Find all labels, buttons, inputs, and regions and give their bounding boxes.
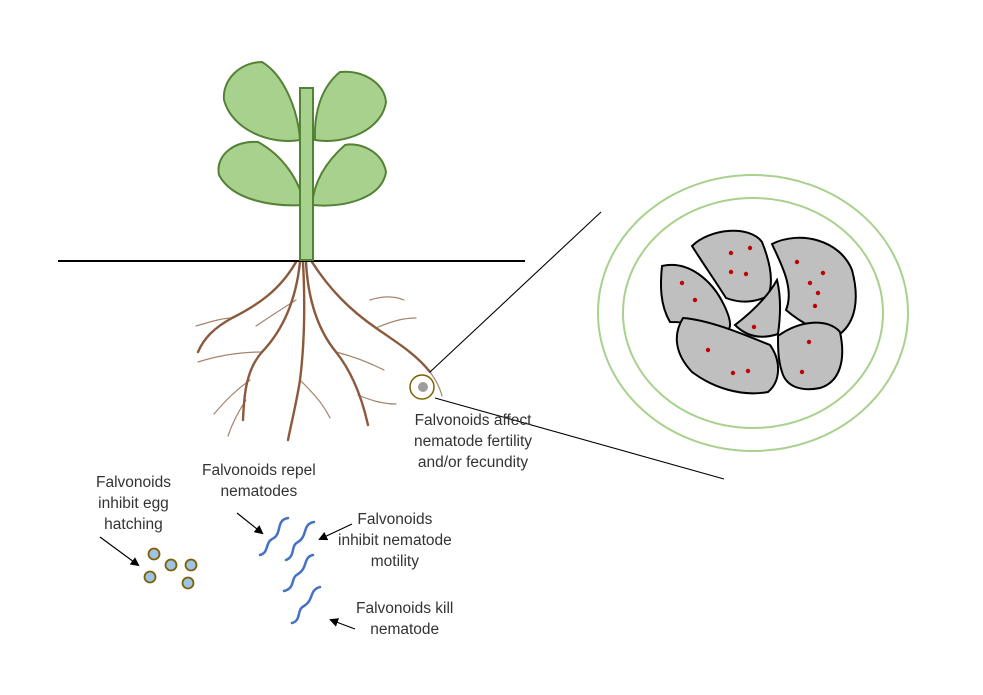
- cell-dot: [815, 290, 821, 296]
- label-egg-hatching-line-2: inhibit egg: [98, 495, 169, 512]
- cell-dot: [807, 280, 813, 286]
- root-lateral: [213, 379, 251, 415]
- label-motility: Falvonoids inhibit nematode motility: [338, 509, 452, 572]
- root-main-1: [241, 260, 302, 422]
- cell-dot: [705, 347, 711, 353]
- root-main-5: [286, 260, 306, 442]
- label-fertility-line-3: and/or fecundity: [417, 454, 529, 471]
- label-motility-line-3: motility: [370, 553, 419, 570]
- arrow-repel: [236, 512, 264, 535]
- root-lateral: [299, 379, 331, 419]
- cell-dot: [730, 370, 736, 376]
- gall-dot: [418, 382, 428, 392]
- label-kill-line-2: nematode: [370, 621, 440, 638]
- gall-outer-ring: [597, 174, 909, 452]
- root-lateral: [197, 351, 263, 363]
- label-egg-hatching: Falvonoids inhibit egg hatching: [96, 472, 171, 535]
- leaf-top-right: [313, 70, 388, 142]
- nematode-worm: [258, 516, 290, 557]
- giant-cell: [770, 236, 857, 336]
- root-main-3: [310, 260, 432, 374]
- cell-dot: [743, 271, 749, 277]
- cell-dot: [692, 297, 698, 303]
- cell-dot: [679, 280, 685, 286]
- egg: [164, 558, 178, 572]
- label-repel: Falvonoids repel nematodes: [202, 460, 316, 502]
- root-lateral: [369, 296, 405, 301]
- root-lateral: [255, 299, 297, 327]
- cell-dot: [751, 324, 757, 330]
- cell-dot: [799, 369, 805, 375]
- giant-cell: [776, 321, 844, 391]
- root-main-4: [196, 260, 298, 354]
- arrow-egg-hatching: [99, 536, 140, 567]
- root-lateral: [335, 351, 385, 371]
- label-fertility-line-2: nematode fertility: [414, 433, 533, 450]
- label-kill: Falvonoids kill nematode: [356, 598, 453, 640]
- cell-dot: [820, 270, 826, 276]
- nematodes: [258, 516, 322, 625]
- arrow-motility: [318, 523, 353, 541]
- root-lateral: [429, 371, 443, 397]
- egg: [143, 570, 157, 584]
- label-egg-hatching-line-3: hatching: [104, 516, 163, 533]
- nematode-worm: [284, 520, 316, 562]
- cell-dot: [728, 250, 734, 256]
- label-motility-line-2: inhibit nematode: [338, 532, 452, 549]
- root-lateral: [375, 317, 417, 329]
- cell-dot: [794, 259, 800, 265]
- root-lateral: [227, 399, 247, 437]
- nematode-eggs: [143, 547, 198, 590]
- zoom-line-upper: [429, 211, 602, 373]
- label-kill-line-1: Falvonoids kill: [356, 600, 454, 617]
- label-egg-hatching-line-1: Falvonoids: [96, 474, 171, 491]
- plant-stem: [299, 87, 314, 261]
- arrow-kill: [329, 618, 356, 630]
- root-lateral: [195, 317, 233, 327]
- label-repel-line-1: Falvonoids repel: [202, 462, 316, 479]
- plant-shoot: [217, 60, 388, 261]
- cell-dot: [728, 269, 734, 275]
- cell-dot: [812, 303, 818, 309]
- root-gall-zoom: [597, 174, 909, 452]
- nematode-worm: [290, 585, 322, 625]
- nematode-worm: [282, 553, 315, 593]
- egg: [147, 547, 161, 561]
- root-lateral: [357, 394, 397, 405]
- label-repel-line-2: nematodes: [220, 483, 298, 500]
- giant-cell: [675, 316, 779, 395]
- cell-dot: [745, 368, 751, 374]
- cell-dot: [747, 245, 753, 251]
- gall-inner-ring: [622, 197, 884, 429]
- leaf-bottom-left: [217, 140, 306, 207]
- arrows: [99, 512, 356, 630]
- leaf-top-left: [222, 60, 302, 142]
- egg: [184, 558, 198, 572]
- egg: [181, 576, 195, 590]
- root-main-2: [304, 260, 370, 427]
- zoom-line-lower: [434, 397, 725, 480]
- root-system: [195, 260, 443, 442]
- label-fertility: Falvonoids affect nematode fertility and…: [414, 410, 532, 473]
- giant-cell: [733, 277, 782, 338]
- nematode-dots: [679, 245, 826, 376]
- cell-dot: [806, 339, 812, 345]
- label-motility-line-1: Falvonoids: [357, 511, 433, 528]
- label-fertility-line-1: Falvonoids affect: [414, 412, 532, 429]
- leaf-bottom-right: [310, 143, 388, 207]
